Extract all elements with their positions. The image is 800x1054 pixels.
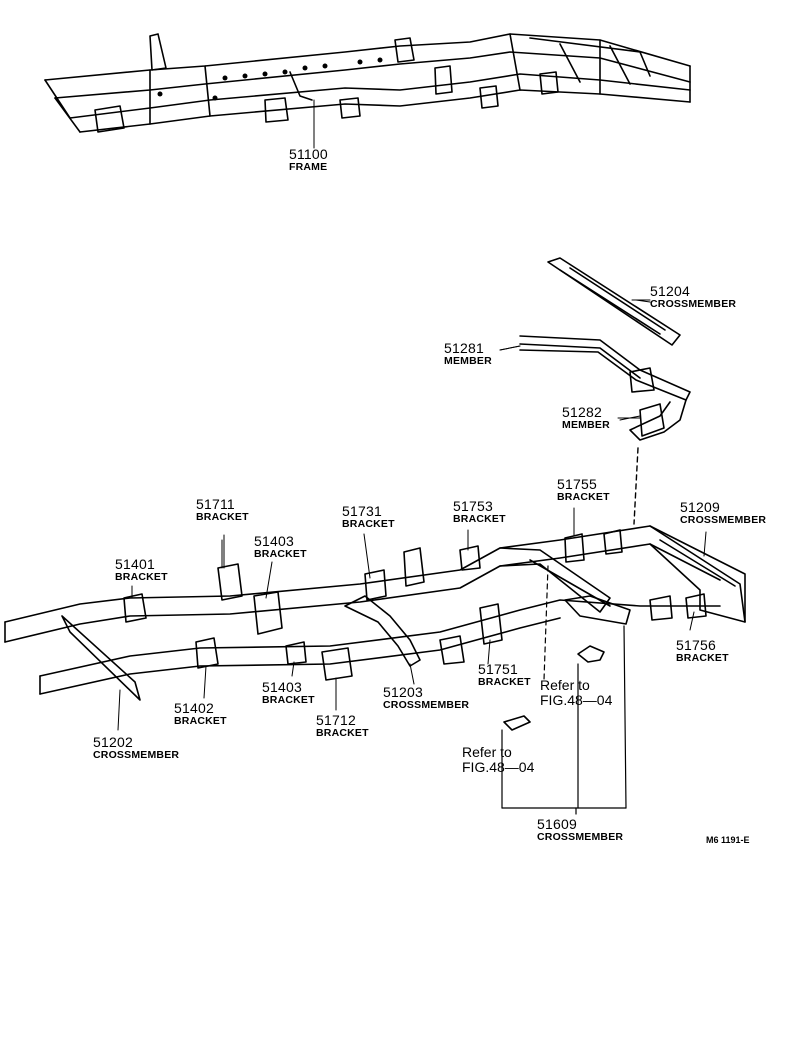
part-name: BRACKET — [478, 676, 531, 688]
part-number: 51202 — [93, 734, 133, 750]
part-label-51281: 51281 MEMBER — [444, 341, 492, 367]
refer-text: Refer to — [462, 744, 512, 760]
part-label-51209: 51209 CROSSMEMBER — [680, 500, 766, 526]
part-name: MEMBER — [562, 419, 610, 431]
part-name: BRACKET — [262, 694, 315, 706]
part-name: BRACKET — [342, 518, 395, 530]
part-number: 51751 — [478, 661, 518, 677]
part-number: 51731 — [342, 503, 382, 519]
refer-text: Refer to — [540, 677, 590, 693]
member-51281-drawing — [499, 335, 691, 401]
part-label-51204: 51204 CROSSMEMBER — [650, 284, 736, 310]
diagram-code: M6 1191-E — [706, 835, 750, 845]
part-label-51751: 51751 BRACKET — [478, 662, 531, 688]
part-number: 51711 — [196, 496, 235, 512]
part-name: FRAME — [289, 161, 328, 173]
part-number: 51281 — [444, 340, 484, 356]
refer-figure: FIG.48—04 — [540, 692, 613, 708]
part-number: 51755 — [557, 476, 597, 492]
part-number: 51204 — [650, 283, 690, 299]
part-label-51202: 51202 CROSSMEMBER — [93, 735, 179, 761]
part-label-51755: 51755 BRACKET — [557, 477, 610, 503]
part-label-51402: 51402 BRACKET — [174, 701, 227, 727]
part-name: BRACKET — [196, 511, 249, 523]
part-label-51203: 51203 CROSSMEMBER — [383, 685, 469, 711]
part-name: MEMBER — [444, 355, 492, 367]
leader-lines — [117, 299, 707, 731]
part-number: 51403 — [254, 533, 294, 549]
part-label-51403-upper: 51403 BRACKET — [254, 534, 307, 560]
part-name: BRACKET — [676, 652, 729, 664]
crossmember-51204-drawing — [547, 257, 681, 346]
chassis-exploded-drawing — [4, 525, 746, 815]
part-name: BRACKET — [453, 513, 506, 525]
part-name: CROSSMEMBER — [383, 699, 470, 711]
part-number: 51209 — [680, 499, 720, 515]
refer-note-right: Refer to FIG.48—04 — [540, 678, 612, 708]
part-label-51753: 51753 BRACKET — [453, 499, 506, 525]
part-label-51403-lower: 51403 BRACKET — [262, 680, 315, 706]
part-label-51609: 51609 CROSSMEMBER — [537, 817, 623, 843]
part-number: 51282 — [562, 404, 602, 420]
part-label-51401: 51401 BRACKET — [115, 557, 168, 583]
part-name: BRACKET — [115, 571, 168, 583]
refer-note-left: Refer to FIG.48—04 — [462, 745, 534, 775]
part-label-51756: 51756 BRACKET — [676, 638, 729, 664]
part-number: 51203 — [383, 684, 423, 700]
part-number: 51712 — [316, 712, 356, 728]
part-number: 51401 — [115, 556, 155, 572]
part-label-51282: 51282 MEMBER — [562, 405, 610, 431]
part-label-51100: 51100 FRAME — [289, 147, 328, 173]
part-name: BRACKET — [254, 548, 307, 560]
part-name: BRACKET — [316, 727, 369, 739]
member-51282-drawing — [617, 399, 687, 441]
part-number: 51100 — [289, 146, 328, 162]
part-label-51712: 51712 BRACKET — [316, 713, 369, 739]
part-label-51711: 51711 BRACKET — [196, 497, 249, 523]
part-number: 51756 — [676, 637, 716, 653]
part-name: CROSSMEMBER — [537, 831, 624, 843]
alignment-dashed-line — [633, 447, 639, 525]
part-name: BRACKET — [557, 491, 610, 503]
part-name: CROSSMEMBER — [93, 749, 180, 761]
frame-assembly-drawing — [44, 33, 691, 149]
refer-figure: FIG.48—04 — [462, 759, 535, 775]
part-label-51731: 51731 BRACKET — [342, 504, 395, 530]
part-name: CROSSMEMBER — [680, 514, 767, 526]
part-number: 51753 — [453, 498, 493, 514]
part-number: 51403 — [262, 679, 302, 695]
part-name: CROSSMEMBER — [650, 298, 737, 310]
part-number: 51402 — [174, 700, 214, 716]
part-name: BRACKET — [174, 715, 227, 727]
part-number: 51609 — [537, 816, 577, 832]
